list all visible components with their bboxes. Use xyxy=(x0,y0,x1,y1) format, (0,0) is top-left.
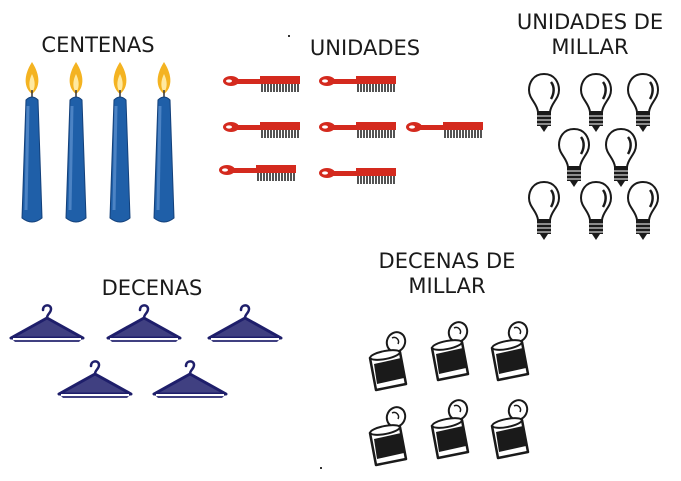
candle-icon xyxy=(17,60,47,228)
light-bulb-icon xyxy=(557,127,591,191)
hanger-icon xyxy=(150,356,230,402)
can-icon xyxy=(364,405,412,469)
label-centenas: CENTENAS xyxy=(41,33,155,57)
can-icon xyxy=(486,398,534,462)
candle-icon xyxy=(105,60,135,228)
candle-icon xyxy=(149,60,179,228)
can-icon xyxy=(426,398,474,462)
hanger-icon xyxy=(55,356,135,402)
comb-icon xyxy=(222,73,302,95)
comb-icon xyxy=(318,119,398,141)
hanger-icon xyxy=(7,300,87,346)
candle-icon xyxy=(61,60,91,228)
light-bulb-icon xyxy=(604,127,638,191)
can-icon xyxy=(364,330,412,394)
light-bulb-icon xyxy=(626,180,660,244)
label-unidades: UNIDADES xyxy=(309,36,421,60)
label-decenas-de-millar: DECENAS DE MILLAR xyxy=(378,249,516,298)
light-bulb-icon xyxy=(527,180,561,244)
comb-icon xyxy=(405,119,485,141)
comb-icon xyxy=(318,165,398,187)
light-bulb-icon xyxy=(579,180,613,244)
comb-icon xyxy=(218,162,298,184)
comb-icon xyxy=(222,119,302,141)
light-bulb-icon xyxy=(579,72,613,136)
stray-dot xyxy=(320,467,322,469)
can-icon xyxy=(426,320,474,384)
hanger-icon xyxy=(205,300,285,346)
can-icon xyxy=(486,320,534,384)
label-decenas: DECENAS xyxy=(101,276,203,300)
hanger-icon xyxy=(104,300,184,346)
comb-icon xyxy=(318,73,398,95)
light-bulb-icon xyxy=(527,72,561,136)
light-bulb-icon xyxy=(626,72,660,136)
stray-dot xyxy=(288,35,290,37)
label-unidades-de-millar: UNIDADES DE MILLAR xyxy=(516,10,664,59)
